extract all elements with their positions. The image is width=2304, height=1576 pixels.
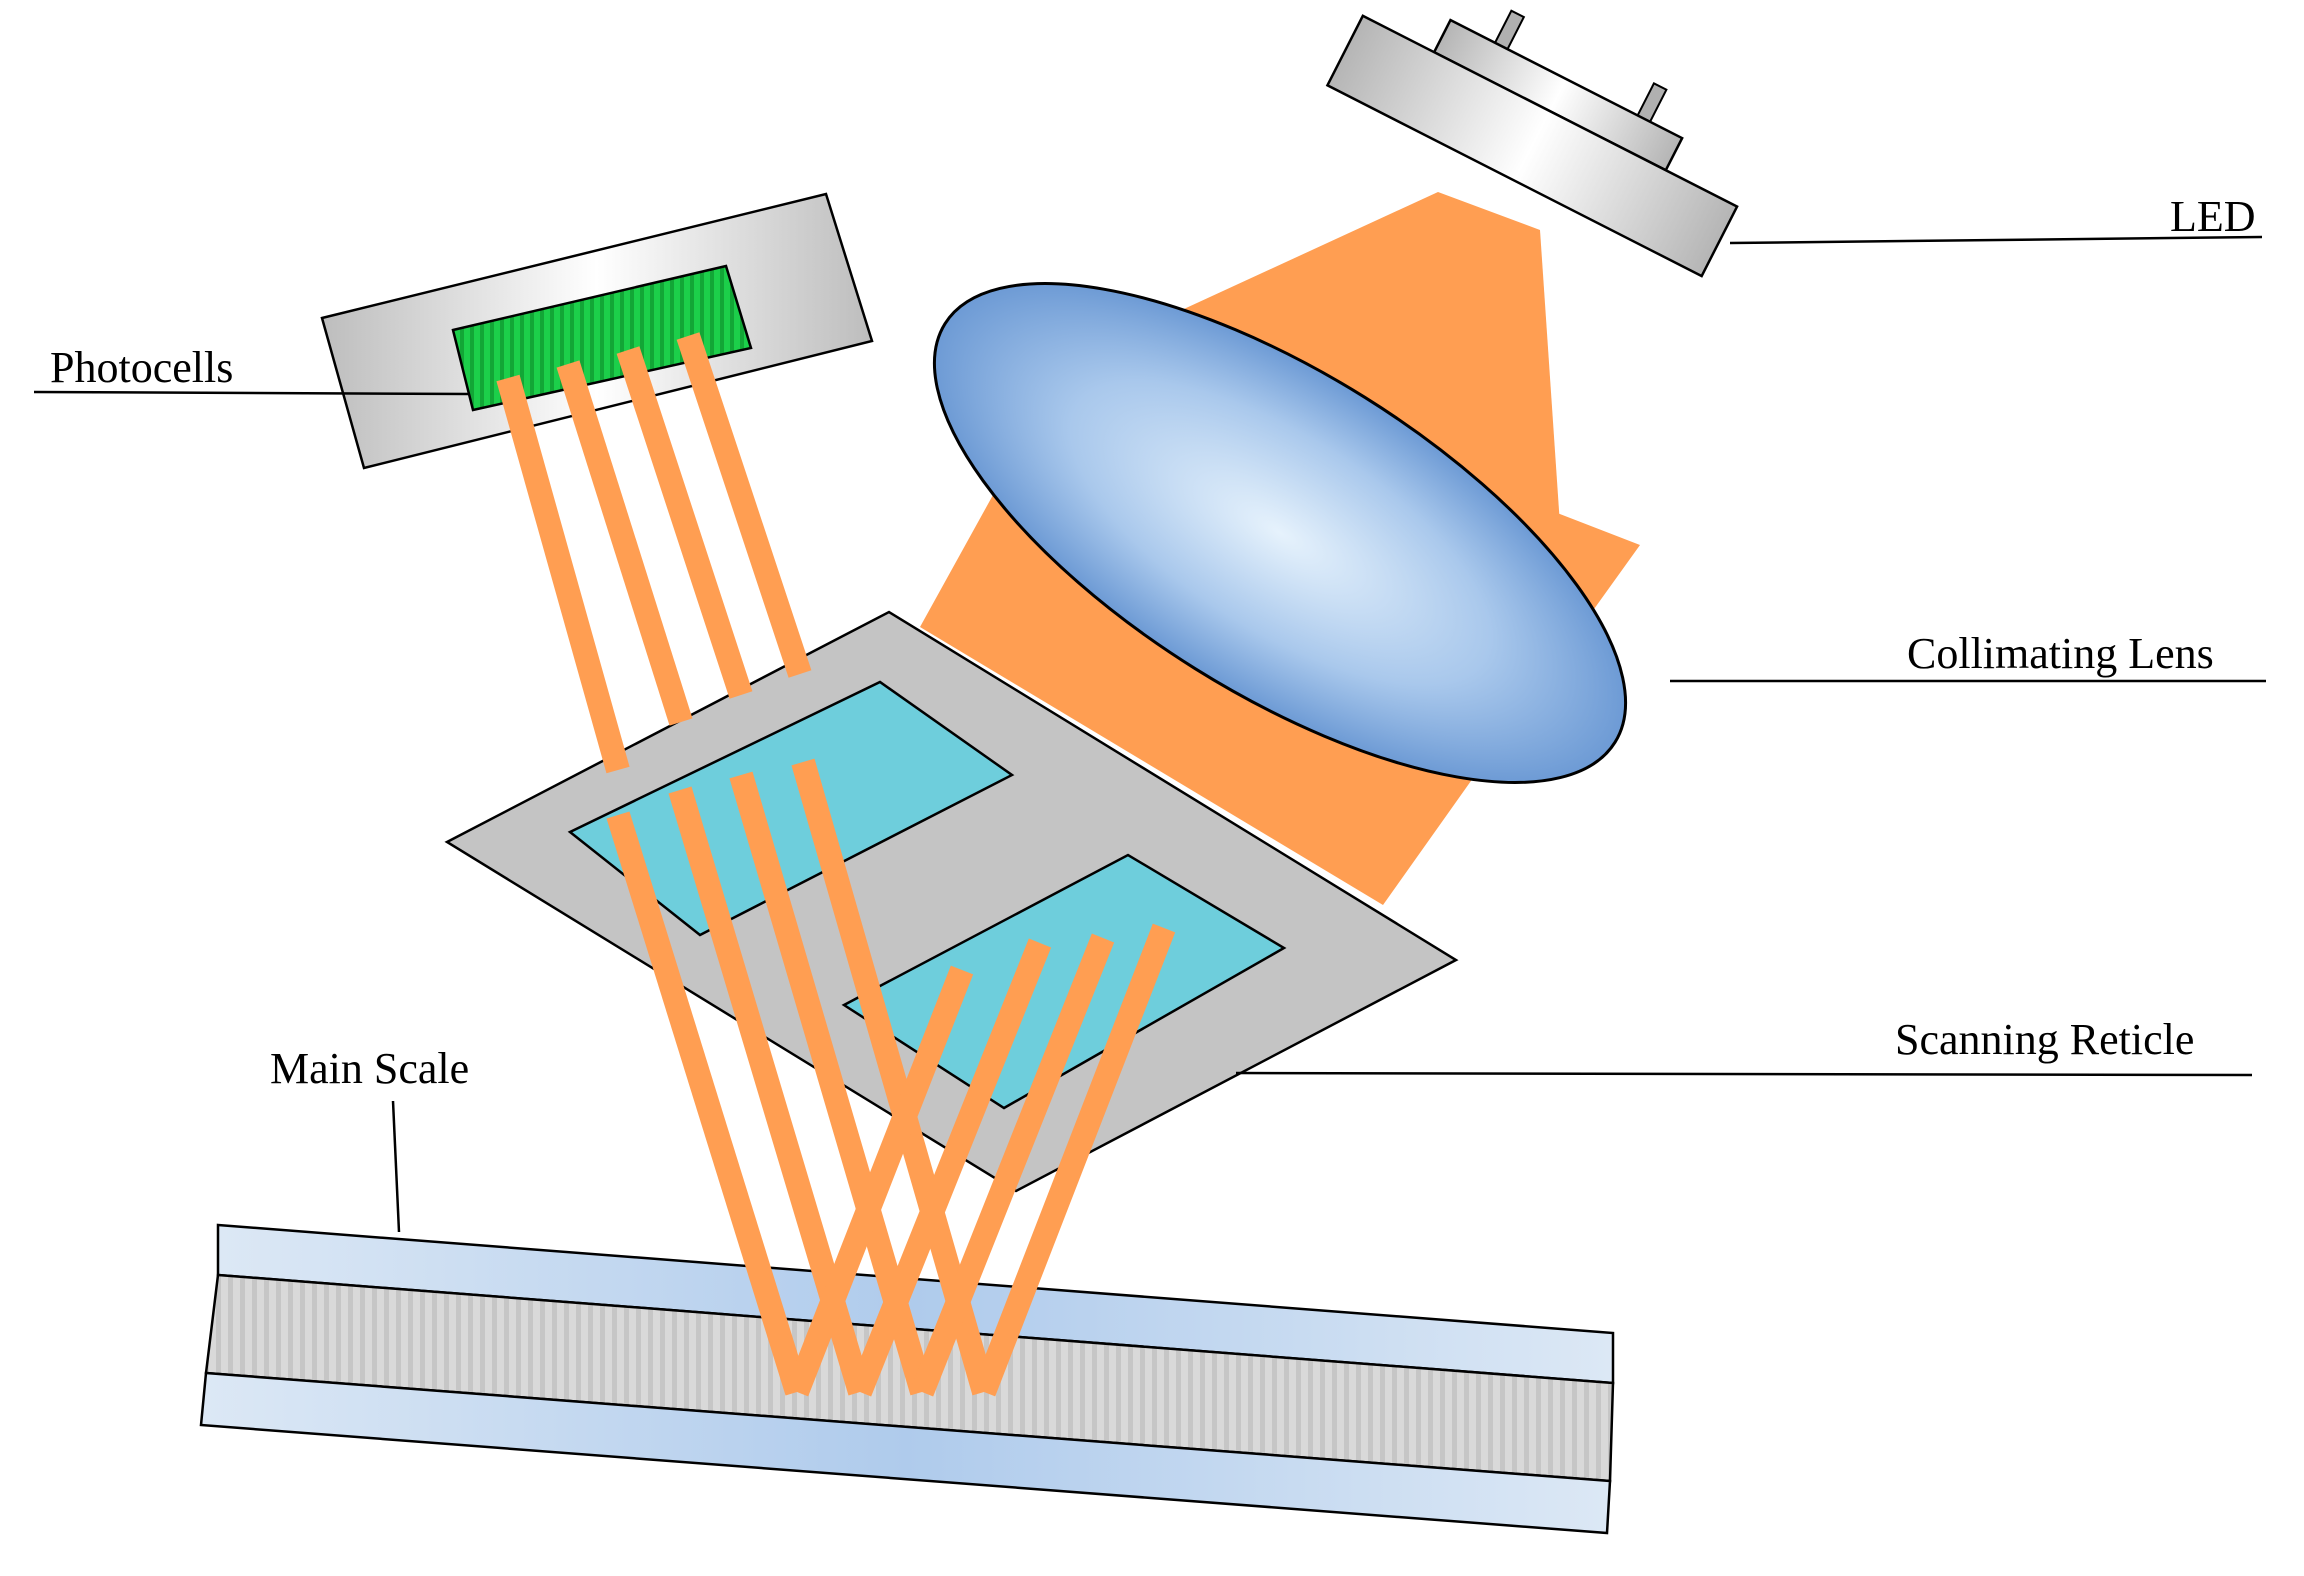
photocell-beam-1	[496, 374, 630, 774]
light-cone	[1160, 192, 1560, 525]
photocell-beams	[496, 332, 812, 774]
photocell-beam-2	[556, 360, 693, 726]
label-main-scale: Main Scale	[270, 1044, 469, 1093]
reflected-beam-2	[848, 938, 1052, 1397]
collimating-lens	[932, 282, 1628, 784]
reticle-window-right	[841, 853, 1287, 1110]
led-leader	[1729, 235, 2263, 245]
incident-beam-1	[606, 811, 809, 1396]
reflected-beams	[785, 923, 1176, 1397]
reflected-beam-1	[785, 965, 974, 1397]
label-led: LED	[2170, 192, 2256, 241]
label-collimating-lens: Collimating Lens	[1907, 629, 2214, 678]
led-source	[1325, 9, 1739, 278]
scanning-reticle	[444, 610, 1459, 1193]
label-photocells: Photocells	[50, 343, 233, 392]
photocell-array	[451, 264, 753, 412]
photocell-beam-4	[676, 332, 812, 678]
leader-lines	[33, 235, 2266, 1233]
photocell-beam-3	[616, 346, 753, 699]
photocell-housing	[320, 192, 874, 470]
label-scanning-reticle: Scanning Reticle	[1895, 1015, 2194, 1064]
main-scale-bottom-edge	[199, 1371, 1612, 1535]
reticle-leader	[1235, 1071, 2253, 1077]
led-body	[1325, 14, 1739, 278]
main-scale-leader	[391, 1100, 401, 1233]
reflected-beam-3	[910, 933, 1115, 1397]
reflected-beam-4	[972, 923, 1176, 1397]
photocells-leader	[33, 390, 471, 396]
